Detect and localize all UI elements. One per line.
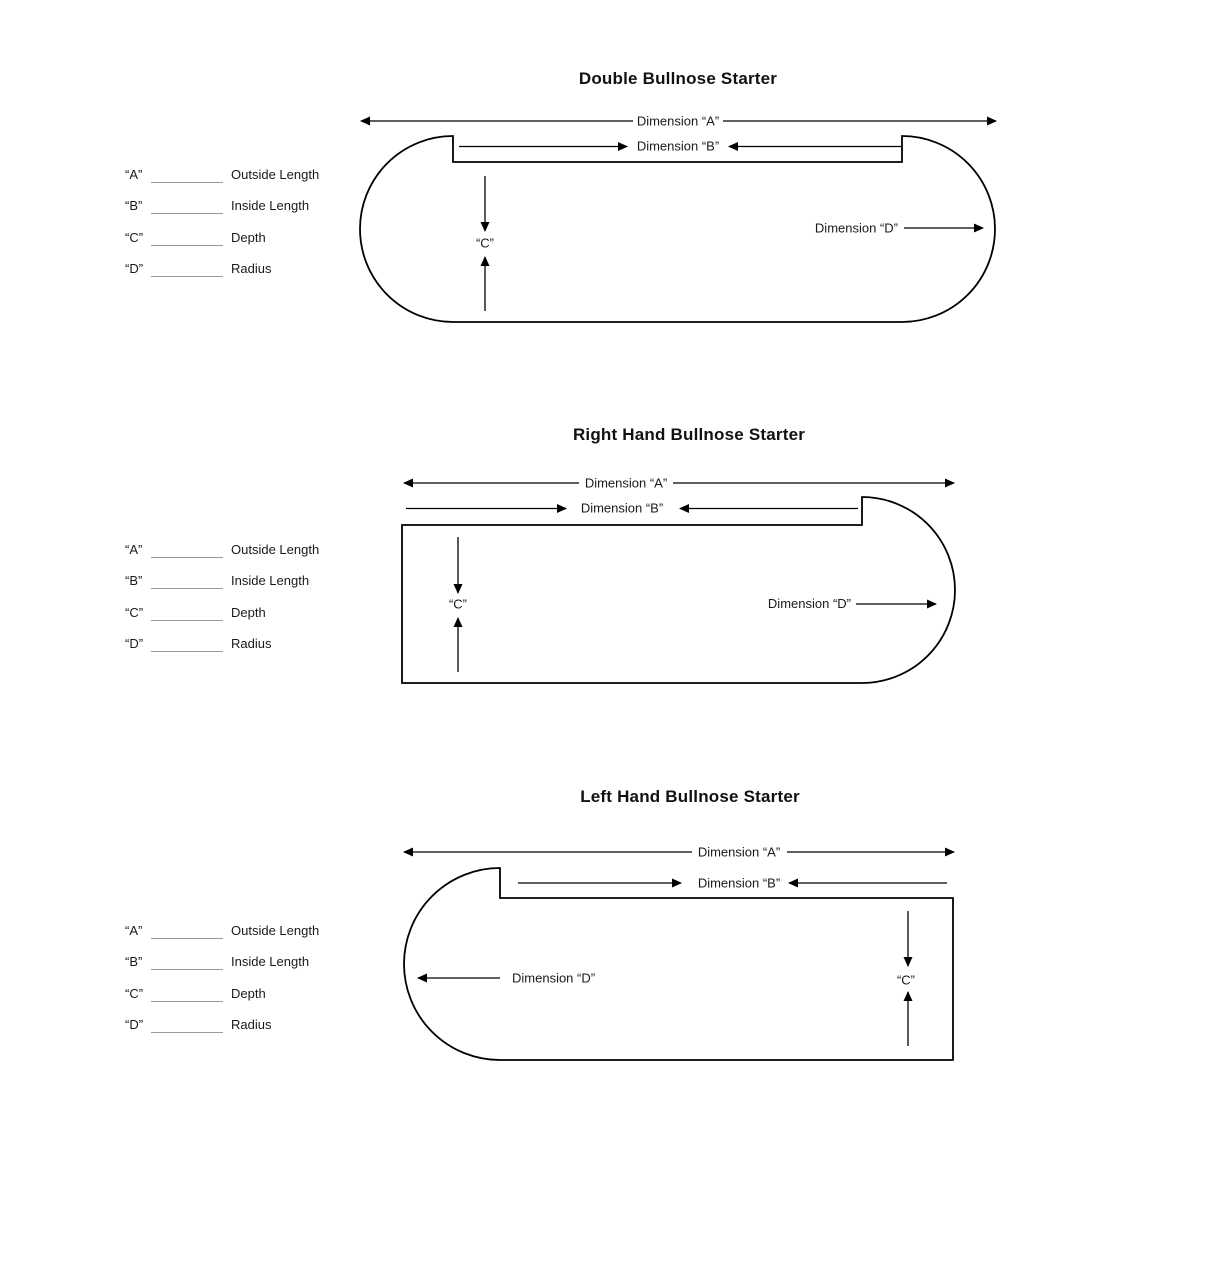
fill-in-blank <box>151 921 223 939</box>
dimension-b-label: Dimension “B” <box>698 876 780 891</box>
dimension-letter: “A” <box>125 922 143 938</box>
dimension-c-label: “C” <box>897 973 915 988</box>
dimension-description: Depth <box>231 604 266 620</box>
left-hand-bullnose-diagram: Dimension “A” Dimension “B” Dimension “D… <box>403 845 955 1061</box>
dimension-form-left: “A” Outside Length “B” Inside Length “C”… <box>125 907 319 1033</box>
dimension-description: Inside Length <box>231 573 310 588</box>
dimension-letter: “C” <box>125 604 144 620</box>
fill-in-blank <box>151 196 223 214</box>
fill-in-blank <box>151 952 223 970</box>
dimension-letter: “A” <box>125 541 143 557</box>
dimension-b-label: Dimension “B” <box>637 139 719 154</box>
form-row-a: “A” Outside Length <box>125 526 319 558</box>
form-row-a: “A” Outside Length <box>125 907 319 939</box>
dimension-d-label: Dimension “D” <box>768 596 851 611</box>
form-row-c: “C” Depth <box>125 589 319 621</box>
form-row-c: “C” Depth <box>125 214 319 246</box>
dimension-description: Depth <box>231 985 266 1001</box>
left-hand-bullnose-outline <box>403 867 954 1061</box>
form-row-b: “B” Inside Length <box>125 558 319 589</box>
dimension-letter: “B” <box>125 198 143 213</box>
form-row-c: “C” Depth <box>125 970 319 1002</box>
dimension-d-label: Dimension “D” <box>815 221 898 236</box>
dimension-description: Depth <box>231 229 266 245</box>
fill-in-blank <box>151 259 223 277</box>
dimension-letter: “D” <box>125 636 144 651</box>
dimension-letter: “D” <box>125 261 144 276</box>
dimension-a-label: Dimension “A” <box>698 845 780 860</box>
dimension-description: Radius <box>231 1017 272 1032</box>
fill-in-blank <box>151 571 223 589</box>
double-bullnose-outline <box>359 135 996 323</box>
fill-in-blank <box>151 1015 223 1033</box>
form-row-d: “D” Radius <box>125 1002 319 1033</box>
dimension-letter: “C” <box>125 985 144 1001</box>
form-row-d: “D” Radius <box>125 621 319 652</box>
form-row-b: “B” Inside Length <box>125 183 319 214</box>
dimension-description: Radius <box>231 261 272 276</box>
form-row-a: “A” Outside Length <box>125 151 319 183</box>
fill-in-blank <box>151 634 223 652</box>
section-title-double-bullnose: Double Bullnose Starter <box>578 69 778 88</box>
dimension-form-right: “A” Outside Length “B” Inside Length “C”… <box>125 526 319 652</box>
section-title-right-hand: Right Hand Bullnose Starter <box>572 425 806 444</box>
double-bullnose-diagram: Dimension “A” Dimension “B” “C” Dimensio… <box>359 114 997 323</box>
fill-in-blank <box>151 228 223 246</box>
fill-in-blank <box>151 165 223 183</box>
dimension-description: Outside Length <box>231 922 320 938</box>
dimension-a-label: Dimension “A” <box>637 114 719 129</box>
dimension-a-label: Dimension “A” <box>585 476 667 491</box>
form-row-b: “B” Inside Length <box>125 939 319 970</box>
dimension-letter: “B” <box>125 573 143 588</box>
dimension-form-double: “A” Outside Length “B” Inside Length “C”… <box>125 151 319 277</box>
dimension-letter: “B” <box>125 954 143 969</box>
dimension-letter: “A” <box>125 166 143 182</box>
dimension-c-label: “C” <box>476 236 494 251</box>
fill-in-blank <box>151 984 223 1002</box>
form-row-d: “D” Radius <box>125 246 319 277</box>
right-hand-bullnose-outline <box>401 496 956 684</box>
dimension-letter: “C” <box>125 229 144 245</box>
dimension-c-label: “C” <box>449 597 467 612</box>
dimension-description: Outside Length <box>231 166 320 182</box>
dimension-description: Inside Length <box>231 954 310 969</box>
section-title-left-hand: Left Hand Bullnose Starter <box>580 787 800 806</box>
dimension-description: Radius <box>231 636 272 651</box>
dimension-description: Outside Length <box>231 541 320 557</box>
right-hand-bullnose-diagram: Dimension “A” Dimension “B” “C” Dimensio… <box>401 476 956 684</box>
dimension-d-label: Dimension “D” <box>512 971 595 986</box>
fill-in-blank <box>151 540 223 558</box>
fill-in-blank <box>151 603 223 621</box>
dimension-description: Inside Length <box>231 198 310 213</box>
dimension-b-label: Dimension “B” <box>581 501 663 516</box>
dimension-letter: “D” <box>125 1017 144 1032</box>
